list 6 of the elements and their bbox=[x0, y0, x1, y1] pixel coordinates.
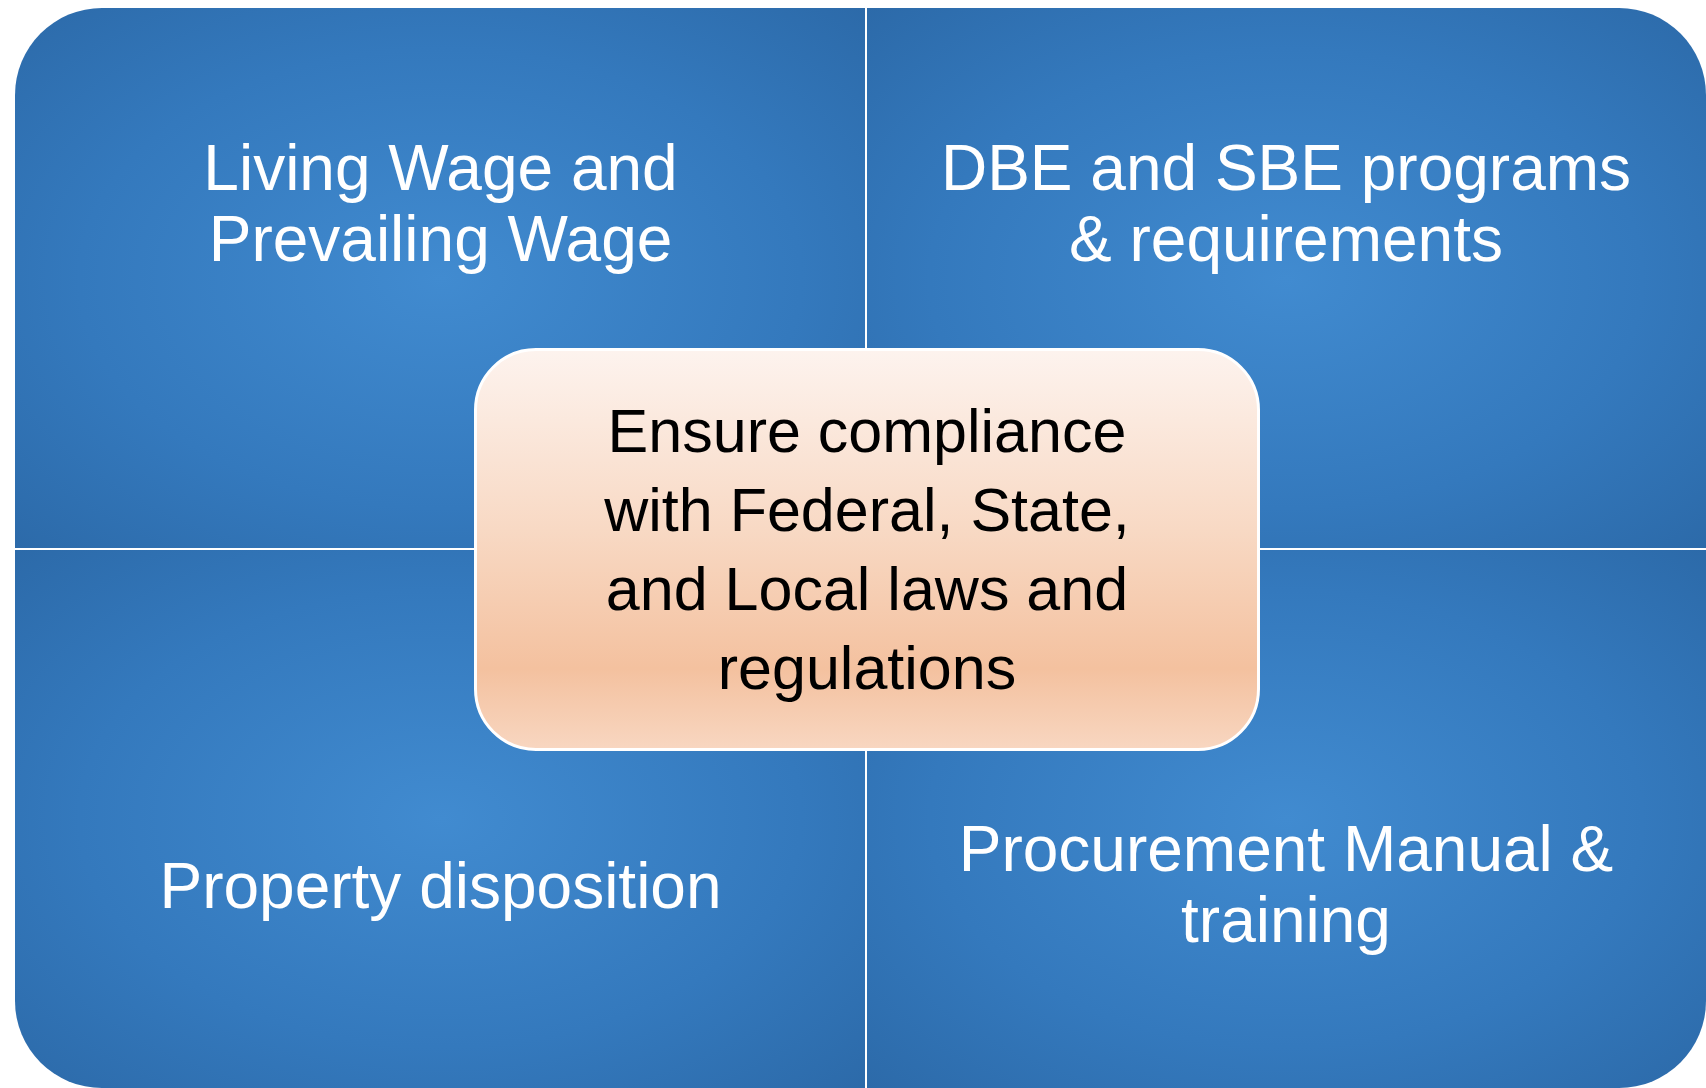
panel-label: Procurement Manual & training bbox=[957, 814, 1615, 956]
panel-label: Property disposition bbox=[158, 851, 723, 922]
center-box bbox=[474, 348, 1260, 751]
panel-label: Living Wage and Prevailing Wage bbox=[202, 133, 679, 275]
panel-label: DBE and SBE programs & requirements bbox=[939, 133, 1633, 275]
center-label: Ensure compliance with Federal, State, and Local laws and regulations bbox=[603, 395, 1131, 704]
